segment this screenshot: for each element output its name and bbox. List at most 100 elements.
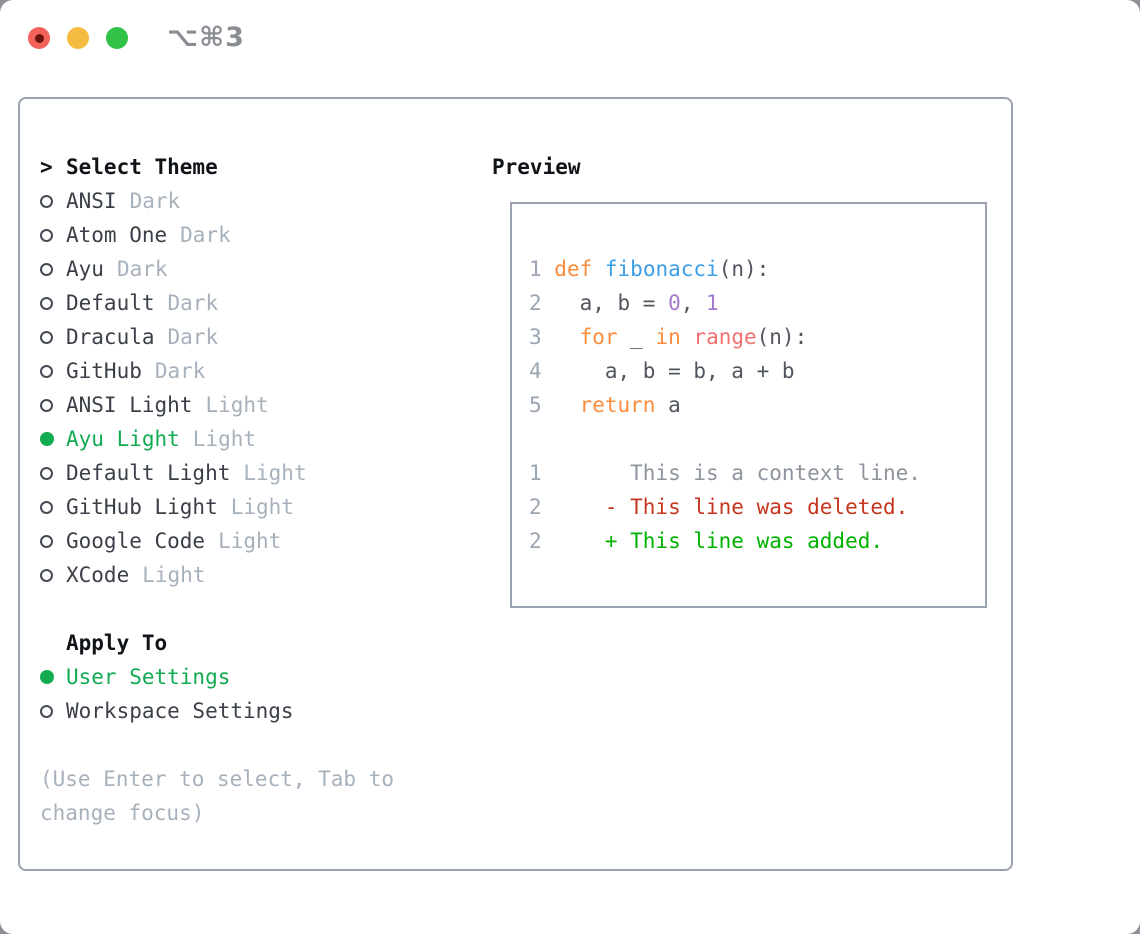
preview-header-label: Preview: [492, 155, 581, 179]
line-number: 5: [529, 393, 555, 417]
code-line: 4 a, b = b, a + b: [529, 354, 985, 388]
zoom-button[interactable]: [106, 27, 128, 49]
line-number: 4: [529, 359, 555, 383]
code-token: in: [655, 325, 681, 349]
radio-marker: [40, 330, 66, 344]
code-token: range: [693, 325, 757, 349]
diff-line-added: 2 + This line was added.: [529, 524, 985, 558]
diff-preview-block: 1 This is a context line.2 - This line w…: [529, 456, 985, 558]
option-variant-tag: Light: [192, 427, 257, 451]
diff-text: This is a context line.: [604, 461, 921, 485]
radio-icon: [40, 330, 53, 344]
option-variant-tag: Dark: [167, 291, 219, 315]
code-token: 0: [668, 291, 681, 315]
option-variant-tag: Dark: [116, 257, 168, 281]
code-token: [554, 393, 579, 417]
window-title-shortcut: ⌥⌘3: [167, 22, 245, 53]
radio-selected-icon: [40, 670, 54, 684]
theme-option-default[interactable]: Default Dark: [40, 286, 490, 320]
select-theme-header: > Select Theme: [40, 150, 490, 184]
option-variant-tag: Light: [230, 495, 294, 519]
diff-text: + This line was added.: [604, 529, 884, 553]
option-label: Dracula: [66, 325, 155, 349]
diff-line-deleted: 2 - This line was deleted.: [529, 490, 985, 524]
option-label: GitHub: [66, 359, 142, 383]
code-line: 2 a, b = 0, 1: [529, 286, 985, 320]
radio-marker: [40, 194, 66, 208]
code-token: a, b = b, a + b: [554, 359, 795, 383]
code-line: 5 return a: [529, 388, 985, 422]
radio-icon: [40, 228, 53, 242]
radio-icon: [40, 568, 53, 582]
apply-option-workspace-settings[interactable]: Workspace Settings: [40, 694, 490, 728]
code-token: (n):: [718, 257, 770, 281]
spacer: [40, 728, 490, 762]
radio-marker: [40, 466, 66, 480]
line-number: 1: [529, 257, 555, 281]
option-label: Google Code: [66, 529, 206, 553]
code-token: [554, 325, 579, 349]
line-number: 1: [529, 461, 605, 485]
line-number: 3: [529, 325, 555, 349]
line-number: 2: [529, 291, 555, 315]
theme-option-ansi[interactable]: ANSI Dark: [40, 184, 490, 218]
radio-marker: [40, 534, 66, 548]
radio-marker: [40, 568, 66, 582]
cursor-marker: >: [40, 155, 53, 179]
radio-marker: [40, 262, 66, 276]
unsaved-indicator-dot: [34, 33, 44, 43]
line-number: 2: [529, 495, 605, 519]
apply-option-user-settings[interactable]: User Settings: [40, 660, 490, 694]
option-variant-tag: Light: [243, 461, 307, 485]
select-theme-header-label: Select Theme: [66, 155, 218, 179]
theme-option-ayu[interactable]: Ayu Dark: [40, 252, 490, 286]
code-token: for: [579, 325, 618, 349]
minimize-button[interactable]: [67, 27, 89, 49]
radio-icon: [40, 500, 53, 514]
close-button[interactable]: [28, 27, 50, 49]
apply-to-header: Apply To: [40, 626, 490, 660]
option-label: User Settings: [66, 665, 231, 689]
code-token: fibonacci: [604, 257, 719, 281]
code-token: _: [617, 325, 656, 349]
code-token: (n):: [756, 325, 808, 349]
radio-icon: [40, 534, 53, 548]
code-token: ,: [680, 291, 707, 315]
option-label: ANSI: [66, 189, 117, 213]
option-variant-tag: Dark: [129, 189, 181, 213]
radio-selected-icon: [40, 432, 54, 446]
option-label: ANSI Light: [66, 393, 193, 417]
code-line: 1 def fibonacci(n):: [529, 252, 985, 286]
code-token: a: [655, 393, 681, 417]
spacer: [529, 422, 985, 456]
radio-marker: [40, 670, 66, 684]
radio-marker: [40, 500, 66, 514]
diff-line-context: 1 This is a context line.: [529, 456, 985, 490]
code-token: return: [579, 393, 656, 417]
option-variant-tag: Dark: [180, 223, 231, 247]
option-label: Default: [66, 291, 155, 315]
code-token: 1: [706, 291, 719, 315]
option-label: Workspace Settings: [66, 699, 294, 723]
option-variant-tag: Light: [142, 563, 206, 587]
diff-text: - This line was deleted.: [604, 495, 909, 519]
code-token: [681, 325, 694, 349]
option-label: Ayu: [66, 257, 104, 281]
radio-marker: [40, 398, 66, 412]
apply-to-header-label: Apply To: [66, 631, 168, 655]
